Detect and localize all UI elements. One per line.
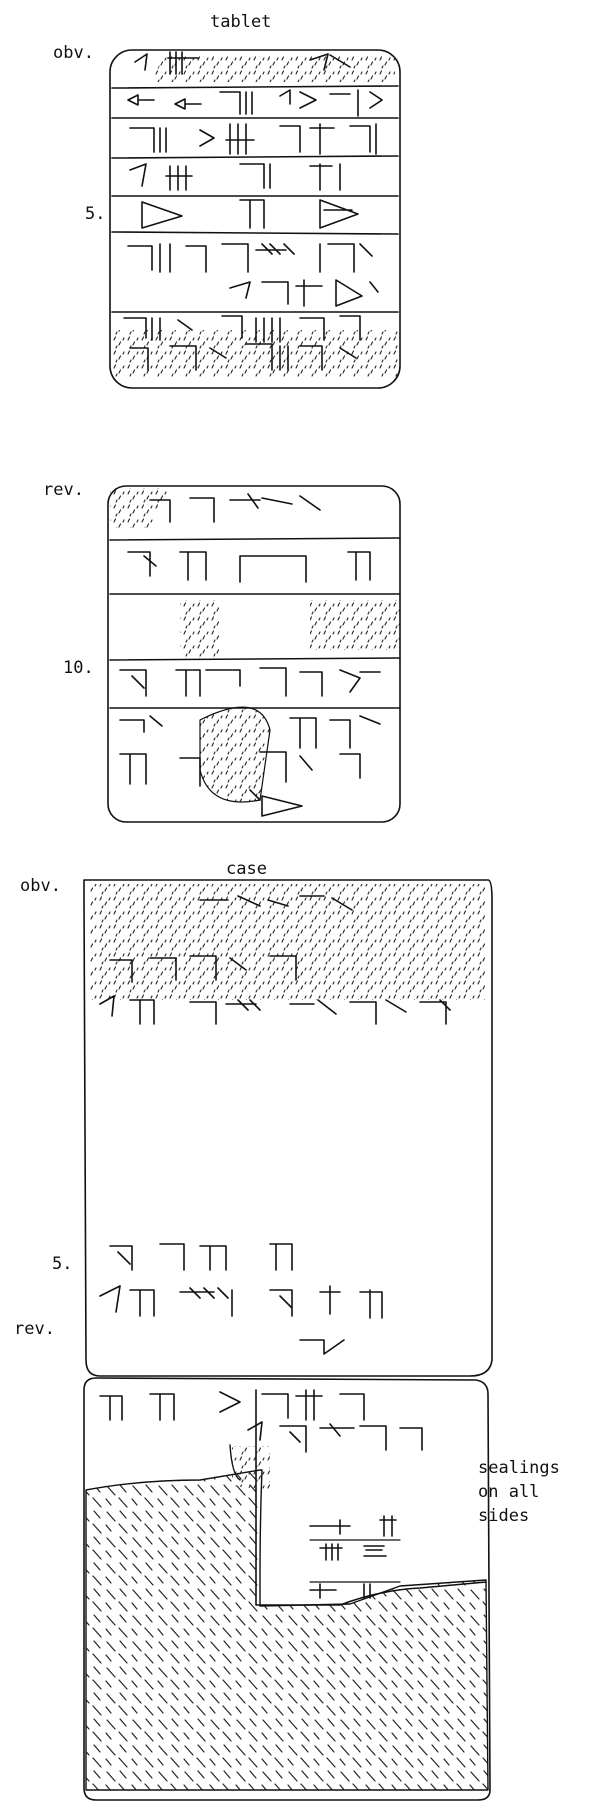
tablet-reverse-label: rev. (43, 480, 84, 500)
case-obverse (83, 879, 493, 1377)
tablet-line-number-10: 10. (63, 658, 94, 678)
tablet-obverse (109, 49, 401, 389)
case-obverse-label: obv. (20, 876, 61, 896)
case-line-number-5: 5. (52, 1254, 73, 1274)
tablet-title: tablet (210, 12, 272, 32)
tablet-obverse-label: obv. (53, 43, 94, 63)
tablet-line-number-5: 5. (85, 204, 106, 224)
case-title: case (226, 859, 267, 879)
tablet-reverse (107, 485, 401, 823)
case-reverse (83, 1377, 491, 1801)
sealings-note-line-2: on all (478, 1482, 540, 1502)
sealings-note-line-3: sides (478, 1506, 530, 1526)
case-reverse-label: rev. (14, 1319, 55, 1339)
sealings-note-line-1: sealings (478, 1458, 560, 1478)
